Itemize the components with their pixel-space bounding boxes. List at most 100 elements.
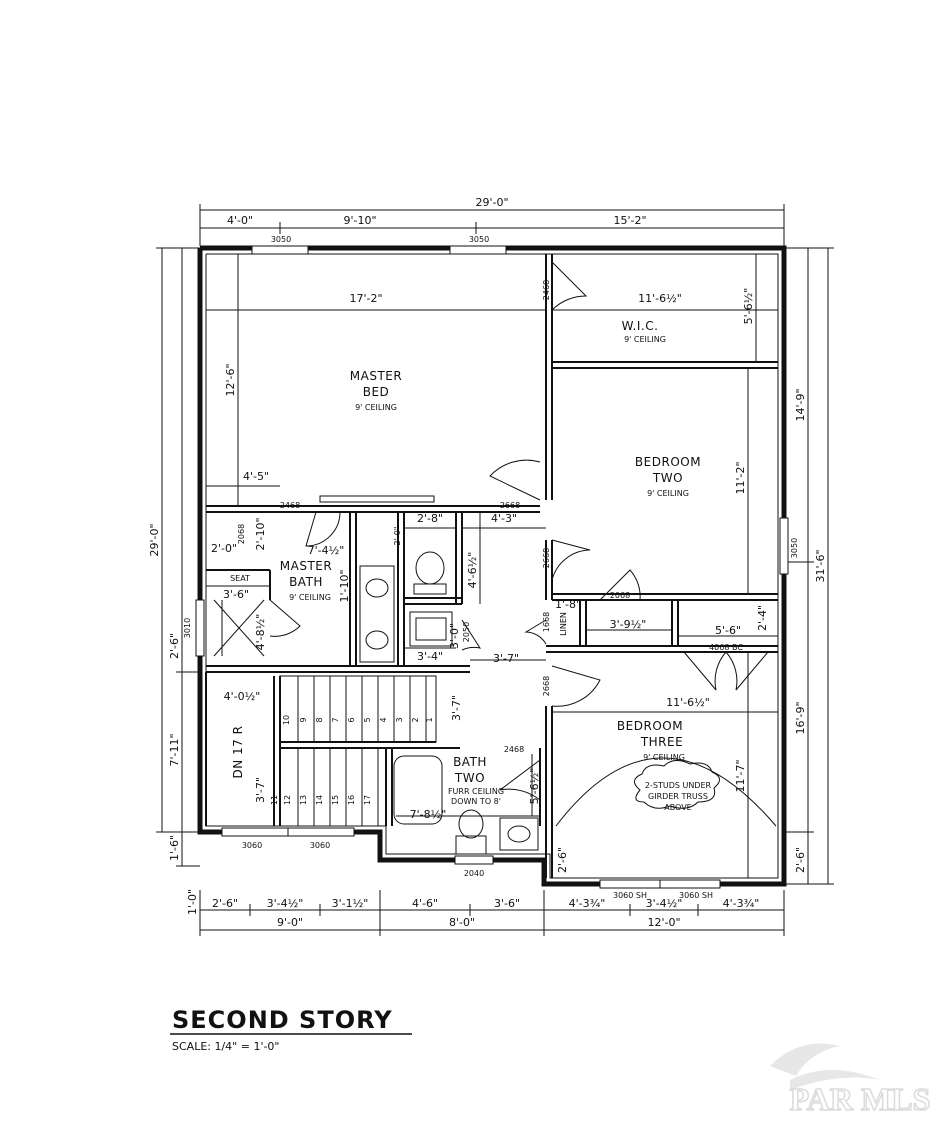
stair-num: 15 (331, 795, 340, 805)
dim-bot-r1-6: 3'-4½" (646, 897, 683, 910)
sink-2 (365, 630, 389, 650)
bath-two-ceiling-1: FURR CEILING (448, 787, 504, 796)
window-bottom-1 (221, 827, 289, 837)
bed-three-dim-2: 11'-7" (734, 759, 747, 792)
wic-dim-2: 5'-6½" (742, 288, 755, 325)
bath-two-dim-1: 7'-8½" (410, 808, 447, 821)
shelf (319, 495, 435, 503)
dim-left-c: 1'-6" (168, 835, 181, 861)
door-linen (524, 619, 547, 645)
stair-num: 8 (315, 717, 324, 722)
bed-two-label-1: BEDROOM (635, 455, 701, 469)
bed-two-label-2: TWO (652, 471, 683, 485)
stair-dim-3: 3'-7" (450, 695, 463, 721)
door-master-bath (305, 511, 341, 547)
drawing-scale: SCALE: 1/4" = 1'-0" (172, 1040, 280, 1053)
stair-num: 1 (425, 717, 434, 722)
girder-note-3: ABOVE (664, 803, 692, 812)
dim-left-b: 7'-11" (168, 733, 181, 766)
stair-num: 17 (363, 795, 372, 805)
door-shower (269, 599, 301, 637)
dim-bot-r2-2: 12'-0" (647, 916, 680, 929)
dim-top-seg2: 9'-10" (343, 214, 376, 227)
door-label-2068a: 2068 (237, 524, 246, 544)
dim-bot-r1-7: 4'-3¾" (723, 897, 760, 910)
master-bath-dim-3: 2'-10" (254, 517, 267, 550)
door-bifold-a (683, 651, 727, 691)
door-label-2050: 2050 (462, 622, 471, 642)
window-bottom-4 (659, 879, 721, 889)
fixtures (213, 495, 539, 855)
linen-label: LINEN (559, 612, 568, 636)
room-labels: MASTER BED 9' CEILING 17'-2" 12'-6" 4'-5… (211, 288, 769, 873)
stair-num: 13 (299, 795, 308, 805)
dim-left-a: 2'-6" (168, 633, 181, 659)
wic-ceiling: 9' CEILING (624, 335, 666, 344)
dim-right-c: 2'-6" (794, 847, 807, 873)
bed-two-dim: 11'-2" (734, 461, 747, 494)
dim-bot-r2-0: 9'-0" (277, 916, 303, 929)
hall-dim-7: 2'-0" (393, 527, 402, 546)
dim-bot-r1-0: 2'-6" (212, 897, 238, 910)
left-dimensions: 29'-0" 2'-6" 7'-11" 1'-6" 1'-0" (148, 247, 200, 915)
dim-bot-r2-1: 8'-0" (449, 916, 475, 929)
door-label-2668b: 2668 (542, 548, 551, 568)
linen-dim: 1'-8" (555, 598, 581, 611)
door-bifold-b (725, 651, 769, 691)
dim-top-overall: 29'-0" (475, 196, 508, 209)
door-label-2668a: 2668 (500, 501, 520, 510)
right-dimensions: 14'-9" 16'-9" 2'-6" 31'-6" (786, 247, 834, 885)
girder-note-1: 2-STUDS UNDER (645, 781, 712, 790)
window-bottom-5 (454, 855, 494, 865)
dim-bot-r1-3: 4'-6" (412, 897, 438, 910)
window-right (779, 517, 789, 575)
mls-watermark: PAR MLS (770, 1043, 931, 1118)
bath-two-dim-2: 5'-6½" (528, 768, 541, 805)
door-bath-two (499, 759, 541, 801)
girder-note: 2-STUDS UNDER GIRDER TRUSS ABOVE (555, 757, 777, 827)
toilet-tank (413, 583, 447, 595)
window-top-1 (251, 245, 309, 255)
door-2050 (461, 619, 482, 651)
bath-two-label-2: TWO (454, 771, 485, 785)
stair-num: 14 (315, 795, 324, 805)
stair-label: DN 17 R (231, 726, 245, 779)
wic-dim-1: 11'-6½" (638, 292, 682, 305)
stair-num: 5 (363, 717, 372, 722)
vanity-bath-two (499, 817, 539, 851)
master-bed-label-1: MASTER (350, 369, 402, 383)
doors (269, 261, 769, 801)
title-block: SECOND STORY SCALE: 1/4" = 1'-0" (170, 1006, 412, 1053)
master-bed-dim-3: 4'-5" (243, 470, 269, 483)
tub-bath-two (393, 755, 443, 825)
master-bed-label-2: BED (363, 385, 390, 399)
bottom-dimensions: 2'-6" 3'-4½" 3'-1½" 4'-6" 3'-6" 4'-3¾" 3… (199, 890, 785, 936)
master-bath-label-1: MASTER (280, 559, 332, 573)
sink-1 (365, 578, 389, 598)
master-bed-ceiling: 9' CEILING (355, 403, 397, 412)
stair-num: 9 (299, 717, 308, 722)
dim-right-a: 14'-9" (794, 388, 807, 421)
dim-bot-r1-1: 3'-4½" (267, 897, 304, 910)
sink-bath-two (507, 825, 531, 843)
door-bed-three (551, 665, 601, 707)
bed-three-ceiling: 9' CEILING (643, 753, 685, 762)
bed-three-dim-1: 11'-6½" (666, 696, 710, 709)
window-bottom-2 (287, 827, 355, 837)
tub-master (409, 611, 453, 647)
dim-bot-r1-4: 3'-6" (494, 897, 520, 910)
closet-dim-3: 3'-9½" (610, 618, 647, 631)
door-label-2468b: 2468 (280, 501, 300, 510)
master-bath-label-2: BATH (289, 575, 323, 589)
bed-two-ceiling: 9' CEILING (647, 489, 689, 498)
master-bath-ceiling: 9' CEILING (289, 593, 331, 602)
stair-dim-1: 3'-7" (254, 777, 267, 803)
wic-label: W.I.C. (622, 319, 659, 333)
bed-three-dim-3: 2'-6" (556, 847, 569, 873)
master-bath-dim-2: 2'-0" (211, 542, 237, 555)
window-label-right: 3050 (790, 538, 799, 558)
bath-two-ceiling-2: DOWN TO 8' (451, 797, 501, 806)
stair-num: 6 (347, 717, 356, 722)
window-top-2 (449, 245, 507, 255)
